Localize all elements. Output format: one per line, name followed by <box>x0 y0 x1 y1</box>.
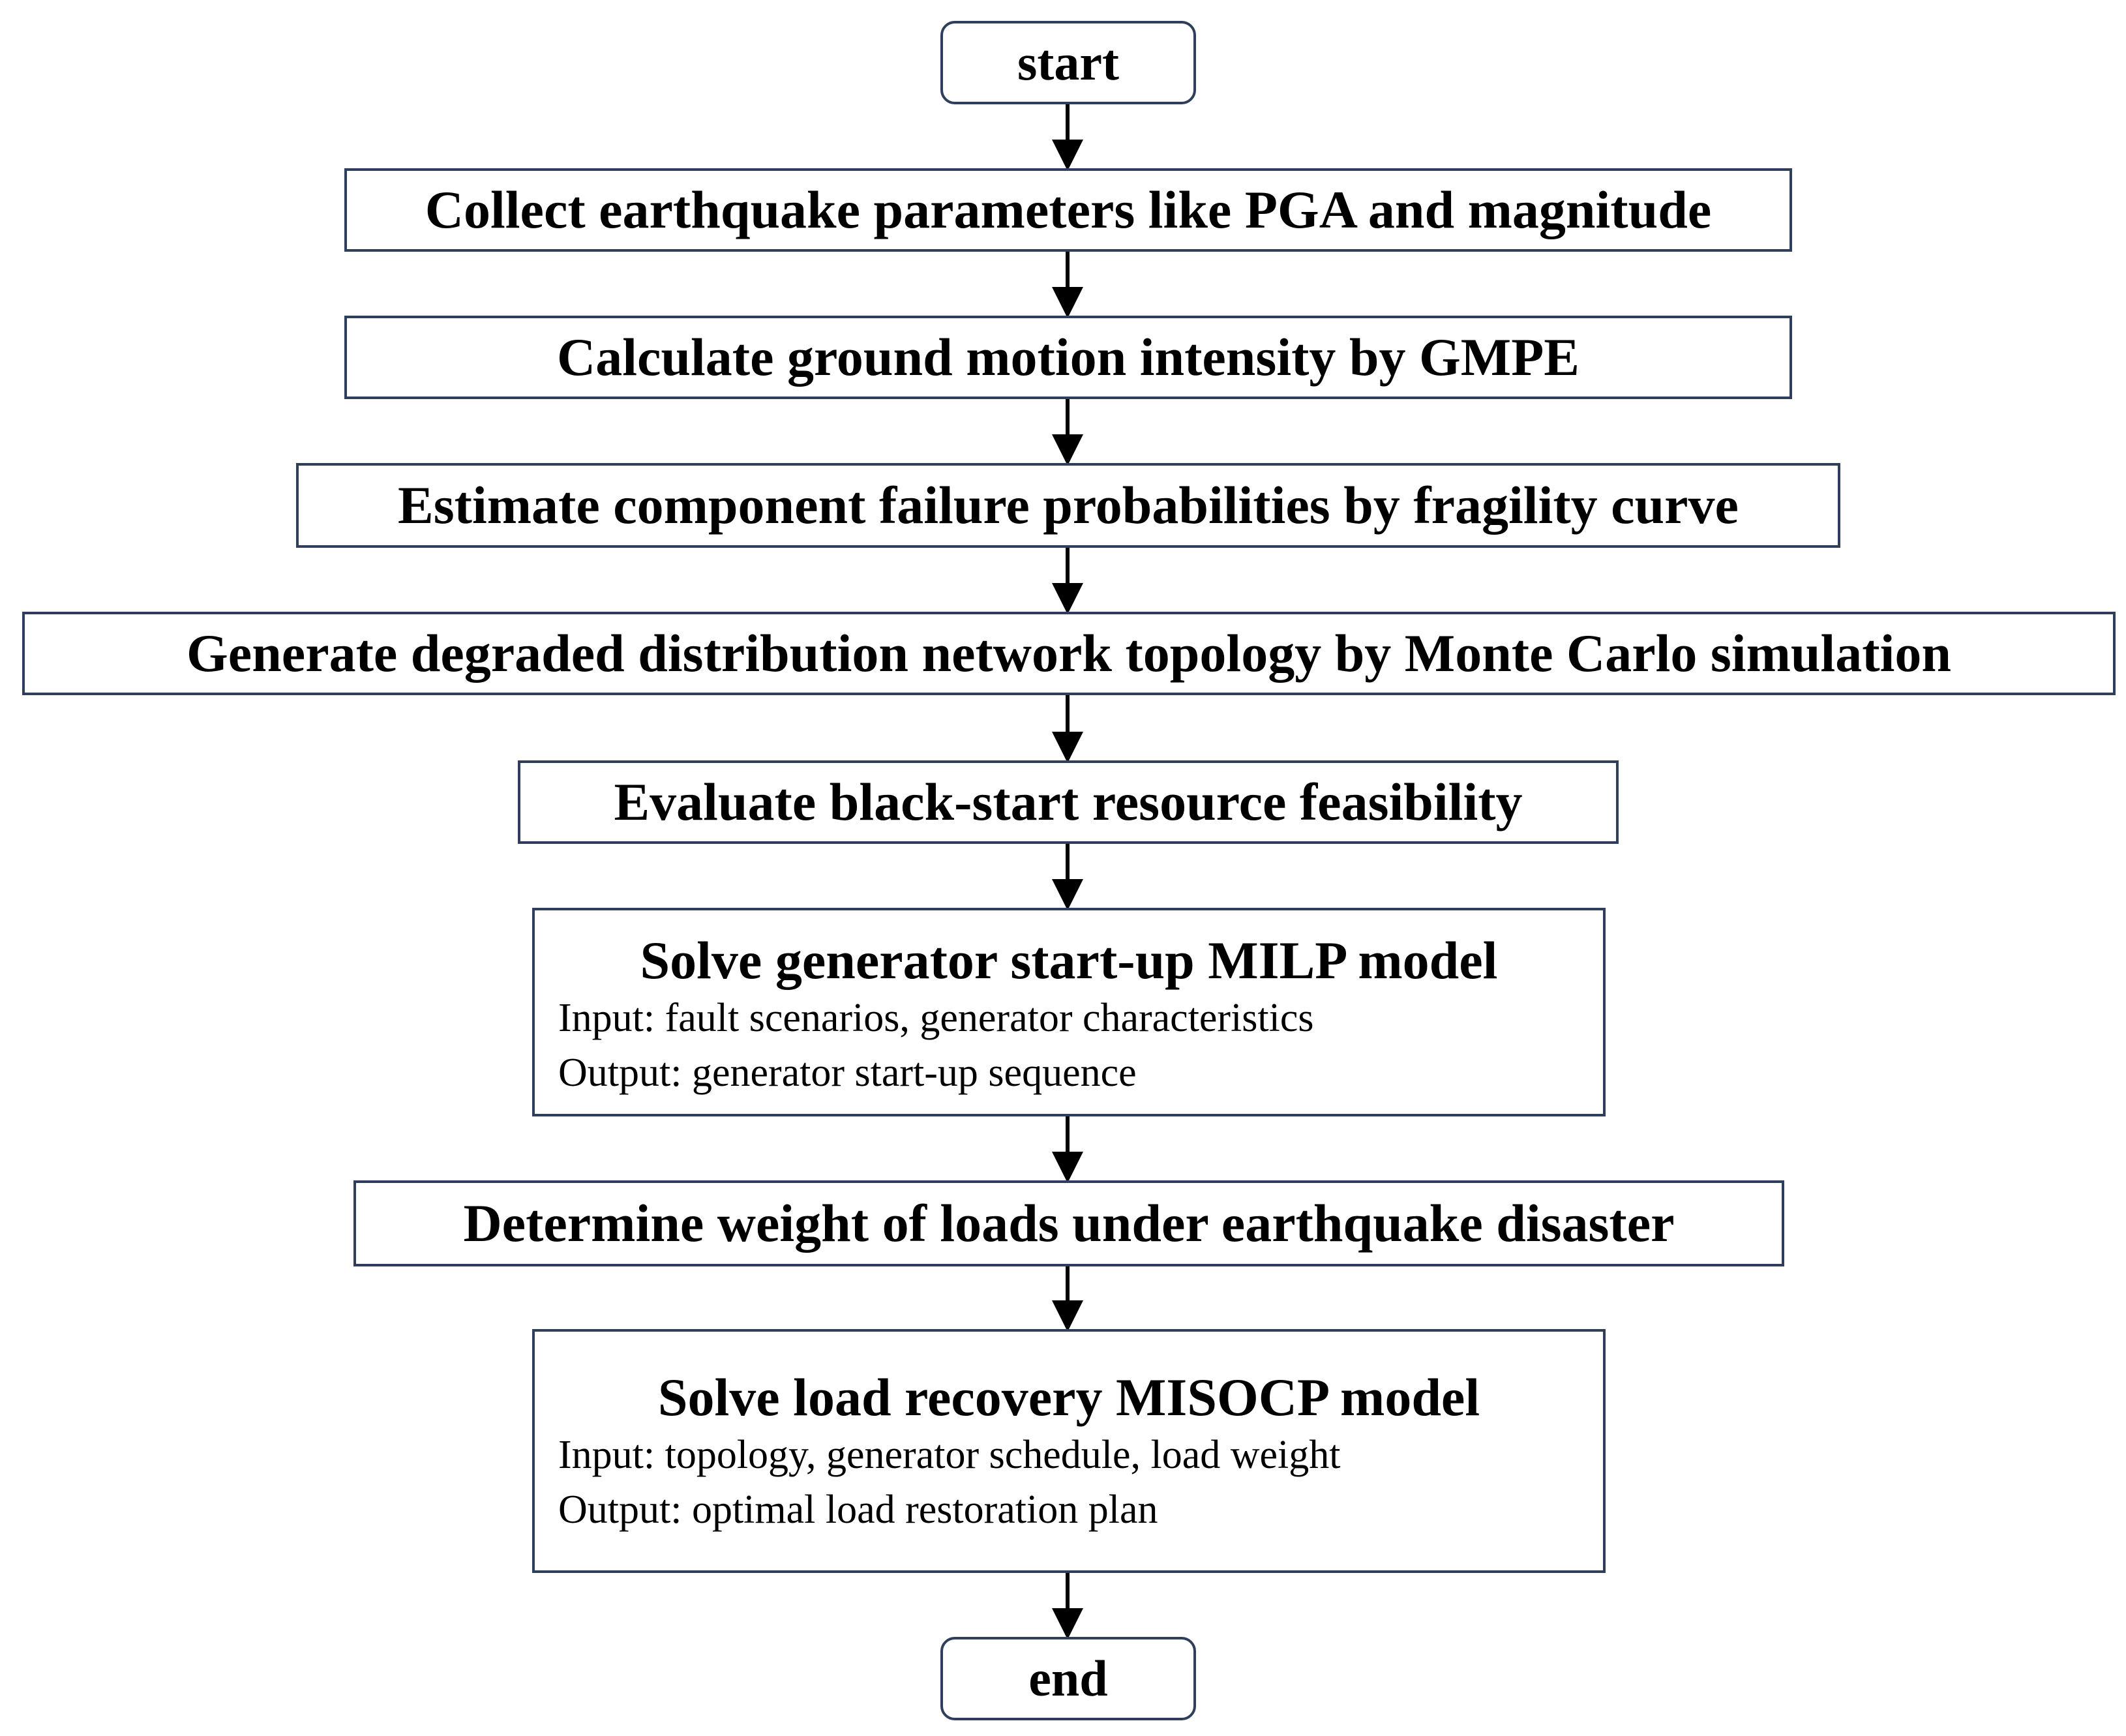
step-calculate-intensity-label: Calculate ground motion intensity by GMP… <box>557 327 1580 387</box>
step-solve-misocp-title: Solve load recovery MISOCP model <box>657 1368 1480 1427</box>
step-determine-load-weight-label: Determine weight of loads under earthqua… <box>463 1193 1675 1253</box>
step-generate-topology-label: Generate degraded distribution network t… <box>187 623 1951 683</box>
step-estimate-failure-label: Estimate component failure probabilities… <box>398 475 1739 535</box>
step-solve-milp: Solve generator start-up MILP model Inpu… <box>532 908 1606 1116</box>
step-estimate-failure: Estimate component failure probabilities… <box>296 463 1840 548</box>
step-solve-misocp-input: Input: topology, generator schedule, loa… <box>558 1433 1341 1478</box>
step-solve-misocp: Solve load recovery MISOCP model Input: … <box>532 1329 1606 1573</box>
step-evaluate-black-start: Evaluate black-start resource feasibilit… <box>518 760 1619 844</box>
step-collect-parameters: Collect earthquake parameters like PGA a… <box>344 168 1792 252</box>
end-node: end <box>940 1637 1196 1720</box>
step-solve-milp-title: Solve generator start-up MILP model <box>640 931 1498 990</box>
step-solve-misocp-output: Output: optimal load restoration plan <box>558 1487 1158 1532</box>
end-label: end <box>1028 1650 1108 1707</box>
start-label: start <box>1017 34 1119 91</box>
step-solve-milp-output: Output: generator start-up sequence <box>558 1050 1137 1095</box>
step-collect-parameters-label: Collect earthquake parameters like PGA a… <box>425 180 1712 239</box>
step-evaluate-black-start-label: Evaluate black-start resource feasibilit… <box>614 772 1523 831</box>
step-calculate-intensity: Calculate ground motion intensity by GMP… <box>344 316 1792 399</box>
step-determine-load-weight: Determine weight of loads under earthqua… <box>353 1180 1784 1266</box>
step-solve-milp-input: Input: fault scenarios, generator charac… <box>558 996 1314 1041</box>
start-node: start <box>940 21 1196 104</box>
step-generate-topology: Generate degraded distribution network t… <box>22 612 2116 695</box>
